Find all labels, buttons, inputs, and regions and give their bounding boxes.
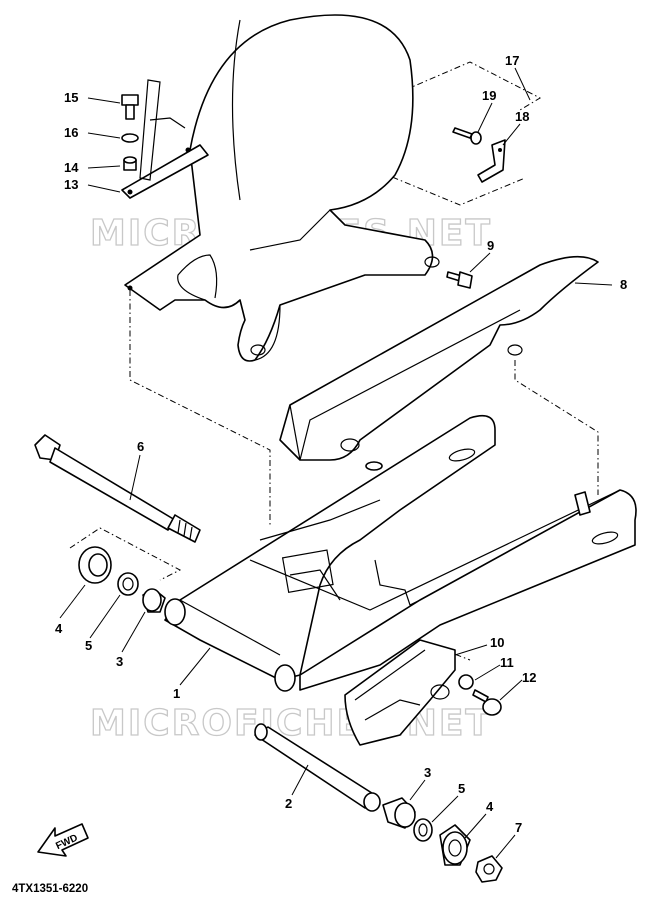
bolt-9 — [446, 271, 473, 289]
callout-10: 10 — [490, 635, 504, 650]
leader-lines — [59, 67, 613, 859]
collar-11 — [458, 674, 474, 690]
callout-15: 15 — [64, 90, 78, 105]
callout-18: 18 — [515, 109, 529, 124]
collar-3-left — [142, 588, 166, 613]
fender-bracket — [121, 79, 209, 199]
seal-5-left — [117, 572, 139, 596]
nut-7 — [475, 855, 503, 883]
callout-7: 7 — [515, 820, 522, 835]
collar-14 — [123, 156, 137, 171]
callout-14: 14 — [64, 160, 79, 175]
holder-18 — [477, 139, 506, 183]
callout-5-right: 5 — [458, 781, 465, 796]
watermark-bottom: MICROFICHES.NET — [90, 703, 492, 744]
rear-fender — [124, 14, 440, 362]
bolt-15 — [121, 94, 139, 120]
forward-arrow-icon: FWD — [37, 823, 89, 857]
callout-17: 17 — [505, 53, 519, 68]
seal-5-right — [413, 818, 433, 842]
callout-11: 11 — [500, 655, 514, 670]
diagram-code: 4TX1351-6220 — [12, 883, 88, 895]
chain-case — [279, 255, 599, 461]
bearing-4-left — [78, 546, 112, 584]
bolt-12 — [472, 689, 502, 716]
screw-19 — [452, 127, 482, 145]
axle-2 — [254, 723, 381, 812]
callout-8: 8 — [620, 277, 627, 292]
callout-2: 2 — [285, 796, 292, 811]
callout-12: 12 — [522, 670, 536, 685]
washer-16 — [121, 133, 139, 143]
callout-19: 19 — [482, 88, 496, 103]
callout-13: 13 — [64, 177, 78, 192]
rear-arm — [164, 414, 637, 692]
pivot-shaft — [34, 434, 201, 543]
callout-5-left: 5 — [85, 638, 92, 653]
bearing-4-right — [439, 824, 471, 866]
callout-9: 9 — [487, 238, 494, 253]
callout-4-right: 4 — [486, 799, 494, 814]
callout-4-left: 4 — [55, 621, 63, 636]
callout-16: 16 — [64, 125, 78, 140]
callout-3-right: 3 — [424, 765, 431, 780]
callout-6: 6 — [137, 439, 144, 454]
callout-1: 1 — [173, 686, 180, 701]
chain-guide-10 — [344, 639, 456, 746]
callout-3-left: 3 — [116, 654, 123, 669]
collar-3-right — [382, 797, 416, 829]
